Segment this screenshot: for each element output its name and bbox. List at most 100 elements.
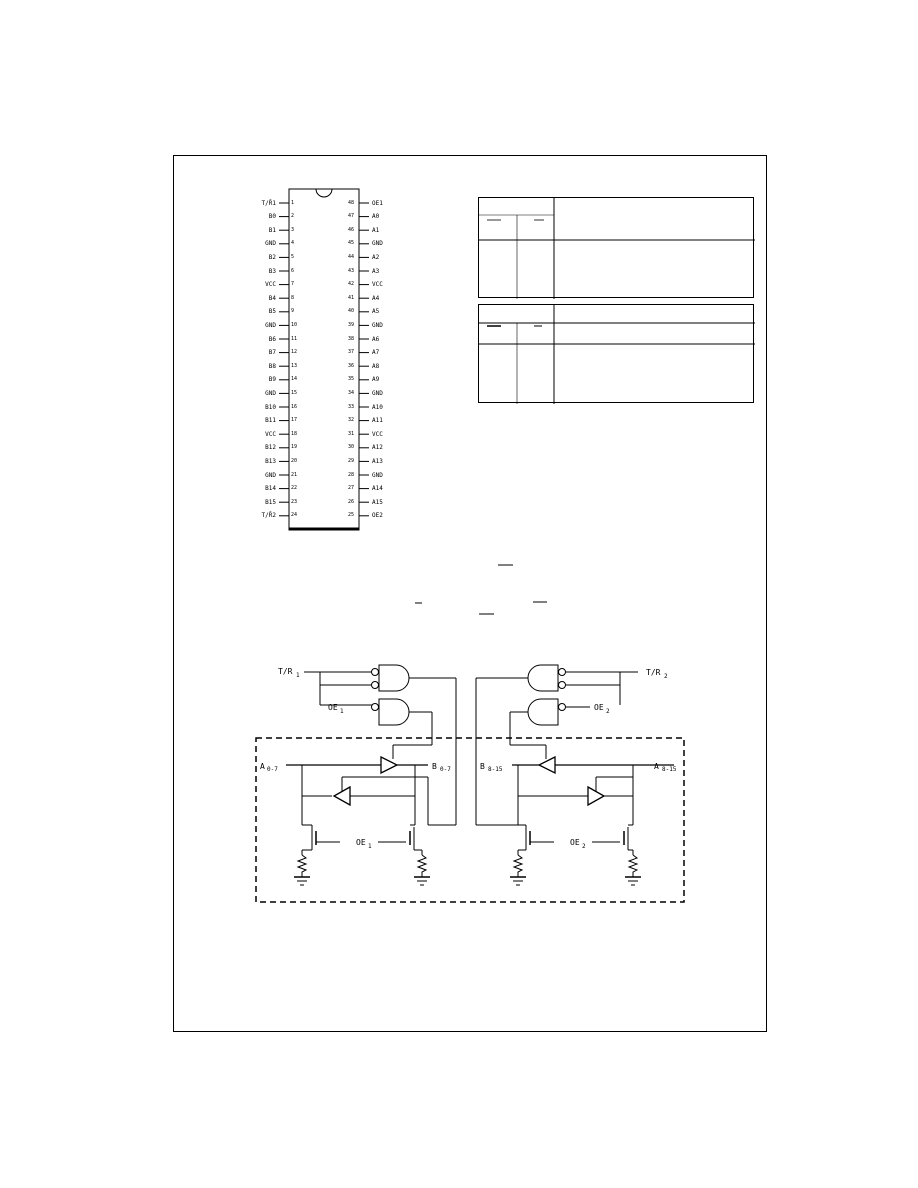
- pin-label-left: T/R̄1: [261, 199, 276, 207]
- pin-number-left: 3: [291, 226, 295, 233]
- svg-text:1: 1: [296, 672, 300, 679]
- pin-label-right: A12: [372, 444, 383, 452]
- oe2-label: OE: [594, 703, 604, 712]
- pin-label-left: B5: [268, 308, 276, 316]
- pin-label-right: A14: [372, 485, 383, 493]
- pin-number-right: 39: [348, 321, 355, 328]
- pin-number-right: 35: [348, 376, 355, 383]
- schematic-svg: T/R 1 OE 1 A 0-7 B 0-7: [255, 664, 685, 903]
- pin-number-right: 33: [348, 403, 355, 410]
- truth-table-2: [478, 304, 755, 404]
- pin-label-right: OE1: [372, 199, 383, 207]
- pin-number-left: 5: [291, 253, 295, 260]
- svg-text:1: 1: [340, 708, 344, 715]
- pin-number-left: 24: [291, 512, 298, 519]
- pin-number-right: 25: [348, 512, 355, 519]
- pin-label-right: A2: [372, 253, 380, 261]
- pin-label-right: A9: [372, 376, 380, 384]
- pin-label-left: B12: [265, 444, 276, 452]
- svg-text:2: 2: [606, 708, 610, 715]
- pin-number-right: 29: [348, 457, 355, 464]
- pin-label-right: A15: [372, 498, 383, 506]
- pin-number-right: 32: [348, 417, 355, 424]
- oe1-label: OE: [328, 703, 338, 712]
- pin-number-right: 43: [348, 267, 355, 274]
- pin-label-left: B4: [268, 294, 276, 302]
- pin-label-left: GND: [265, 321, 276, 329]
- pin-number-right: 48: [348, 199, 355, 206]
- pin-label-left: B10: [265, 403, 276, 411]
- svg-text:2: 2: [664, 673, 668, 680]
- pin-number-left: 23: [291, 498, 298, 505]
- pin-label-right: A6: [372, 335, 380, 343]
- pin-label-right: A11: [372, 417, 383, 425]
- pin-label-left: B6: [268, 335, 276, 343]
- pin-label-left: GND: [265, 471, 276, 479]
- pin-number-left: 10: [291, 321, 298, 328]
- pin-number-left: 1: [291, 199, 295, 206]
- pin-label-left: VCC: [265, 430, 276, 438]
- pin-label-left: B7: [268, 349, 276, 357]
- pin-number-left: 15: [291, 389, 298, 396]
- svg-text:0-7: 0-7: [267, 766, 278, 773]
- dashed-boundary: [255, 737, 685, 903]
- pin-label-right: A10: [372, 403, 383, 411]
- pin-number-left: 6: [291, 267, 295, 274]
- pin-label-right: A8: [372, 362, 380, 370]
- pin-number-right: 47: [348, 213, 355, 220]
- pin-number-right: 36: [348, 362, 355, 369]
- pin-number-left: 17: [291, 417, 298, 424]
- pin-label-left: GND: [265, 389, 276, 397]
- buffer-a-to-b-right: [537, 755, 556, 775]
- pin-number-left: 13: [291, 362, 298, 369]
- pin-label-right: VCC: [372, 430, 383, 438]
- pin-number-right: 30: [348, 444, 355, 451]
- pin-number-left: 2: [291, 213, 295, 220]
- pin-number-left: 19: [291, 444, 298, 451]
- tr1-label: T/R: [278, 667, 293, 676]
- pin-label-right: GND: [372, 389, 383, 397]
- and-gate-4: [527, 698, 566, 726]
- svg-text:1: 1: [368, 843, 372, 850]
- pin-number-right: 44: [348, 253, 355, 260]
- pin-label-right: VCC: [372, 281, 383, 289]
- pin-number-right: 46: [348, 226, 355, 233]
- and-gate-1: [371, 664, 410, 692]
- formula-marks: [400, 555, 560, 625]
- pulldown-right-b: [623, 824, 641, 886]
- pin-label-left: GND: [265, 240, 276, 248]
- pin-label-right: A3: [372, 267, 380, 275]
- b-bus-label: B: [432, 762, 437, 771]
- pin-number-right: 34: [348, 389, 355, 396]
- pin-label-left: B8: [268, 362, 276, 370]
- pin-label-right: GND: [372, 471, 383, 479]
- pin1-notch: [315, 188, 333, 198]
- pin-label-right: A4: [372, 294, 380, 302]
- pin-number-left: 8: [291, 294, 295, 301]
- pin-number-left: 9: [291, 308, 295, 315]
- pin-label-right: A5: [372, 308, 380, 316]
- svg-text:8-15: 8-15: [662, 766, 677, 773]
- pin-number-left: 14: [291, 376, 298, 383]
- pin-number-right: 42: [348, 281, 355, 288]
- pin-label-left: B0: [268, 213, 276, 221]
- oe2-gate-label: OE: [570, 838, 580, 847]
- and-gate-2: [371, 698, 410, 726]
- pulldown-right-a: [510, 824, 554, 886]
- pin-number-right: 27: [348, 485, 355, 492]
- pin-label-left: VCC: [265, 281, 276, 289]
- pin-number-right: 37: [348, 349, 355, 356]
- svg-text:2: 2: [582, 843, 586, 850]
- and-gate-3: [527, 664, 566, 692]
- pin-number-left: 7: [291, 281, 295, 288]
- pin-label-right: A1: [372, 226, 380, 234]
- page-frame: [173, 155, 767, 1032]
- pin-number-right: 40: [348, 308, 355, 315]
- pin-number-left: 4: [291, 240, 295, 247]
- pin-label-left: B14: [265, 485, 276, 493]
- pin-number-left: 11: [291, 335, 298, 342]
- pin-label-right: OE2: [372, 512, 383, 520]
- pin-number-left: 20: [291, 457, 298, 464]
- tr2-label: T/R: [646, 668, 661, 677]
